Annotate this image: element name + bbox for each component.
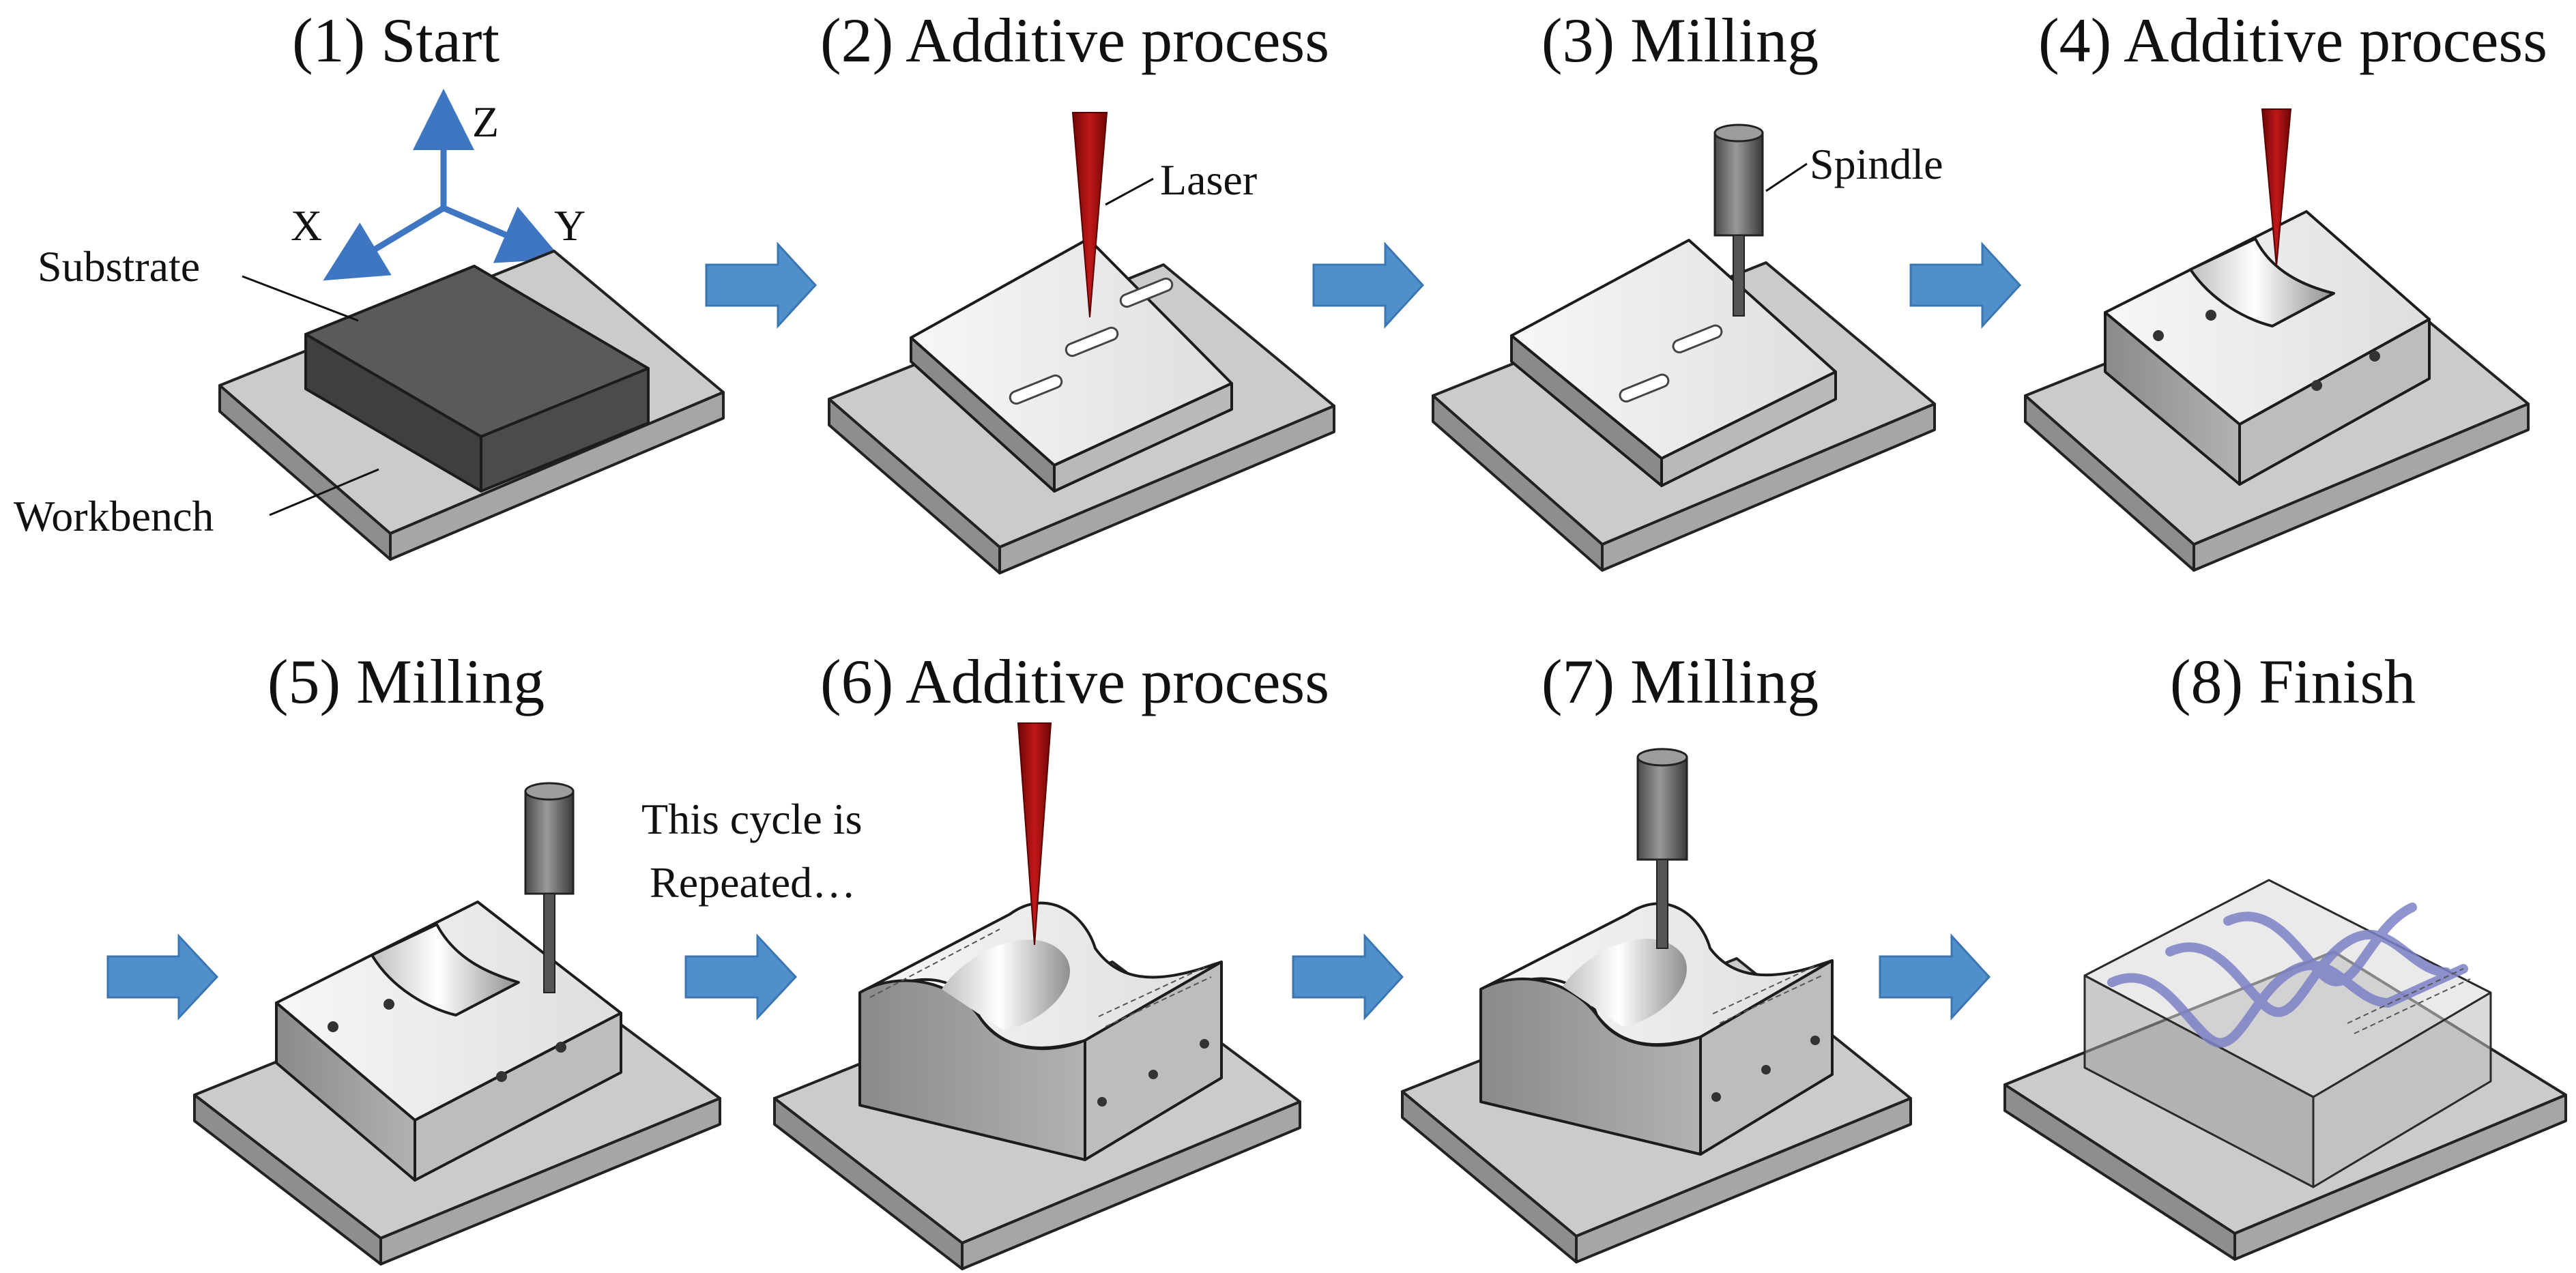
z-axis-label: Z [472, 98, 499, 146]
flow-arrow-1 [705, 242, 817, 329]
finished-part [2083, 879, 2492, 1188]
flow-arrow-6 [1292, 933, 1404, 1021]
cycle-note-line2: Repeated… [650, 858, 856, 907]
laser-beam [1071, 112, 1108, 318]
slots [1009, 277, 1174, 405]
step-7-title: (7) Milling [1542, 647, 1819, 716]
x-axis-arrow [323, 205, 446, 281]
substrate-leader [242, 275, 359, 322]
weld-tracks [869, 928, 1212, 1027]
step-4-additive [2024, 108, 2530, 572]
holes [1097, 1039, 1209, 1107]
spindle [524, 782, 575, 993]
holes [1711, 1036, 1820, 1102]
spindle [1636, 748, 1688, 949]
laser-label: Laser [1160, 156, 1257, 204]
grooved-part [275, 901, 622, 1182]
coordinate-axes [323, 89, 562, 281]
flow-arrows [106, 242, 2022, 1021]
step-6-additive [773, 722, 1301, 1270]
flow-arrow-2 [1312, 242, 1425, 329]
step-8-finish [2003, 879, 2567, 1261]
step-8-title: (8) Finish [2170, 647, 2416, 716]
flow-arrow-3 [1909, 242, 2022, 329]
wavy-part [858, 901, 1223, 1161]
spindle [1713, 123, 1764, 317]
grooved-part [2104, 210, 2431, 486]
step-3-title: (3) Milling [1542, 5, 1819, 75]
spindle-label: Spindle [1810, 140, 1943, 188]
step-1-start: Z X Y Substrate Workbench [14, 89, 725, 561]
flow-arrow-4 [106, 933, 219, 1021]
x-axis-label: X [291, 201, 322, 250]
step-3-milling: Spindle [1432, 123, 1943, 572]
workbench-leader [269, 468, 379, 516]
flow-arrow-5 [684, 933, 798, 1021]
laser-beam [1017, 722, 1052, 946]
step-2-additive: Laser [828, 112, 1335, 574]
wavy-part [1479, 902, 1834, 1156]
y-axis-arrow [442, 205, 562, 263]
spindle-leader [1765, 162, 1808, 192]
step-6-title: (6) Additive process [820, 647, 1329, 716]
cycle-note-line1: This cycle is [641, 795, 862, 843]
slots [1619, 324, 1723, 403]
step-5-milling [193, 782, 721, 1265]
step-7-milling [1401, 748, 1912, 1263]
flow-arrow-7 [1879, 933, 1991, 1021]
workbench-label: Workbench [14, 492, 214, 540]
weld-tracks [1712, 965, 1823, 1024]
laser-beam [2261, 108, 2292, 267]
holes [328, 999, 566, 1082]
weld-tracks [2347, 968, 2471, 1034]
substrate-label: Substrate [38, 242, 200, 291]
holes [2153, 310, 2380, 391]
step-1-title: (1) Start [292, 5, 500, 75]
cooling-channels [2107, 903, 2468, 1048]
step-5-title: (5) Milling [267, 647, 545, 716]
step-2-title: (2) Additive process [820, 5, 1329, 75]
step-4-title: (4) Additive process [2038, 5, 2547, 75]
substrate-block [304, 265, 650, 493]
y-axis-label: Y [554, 201, 585, 250]
laser-leader [1105, 177, 1154, 206]
